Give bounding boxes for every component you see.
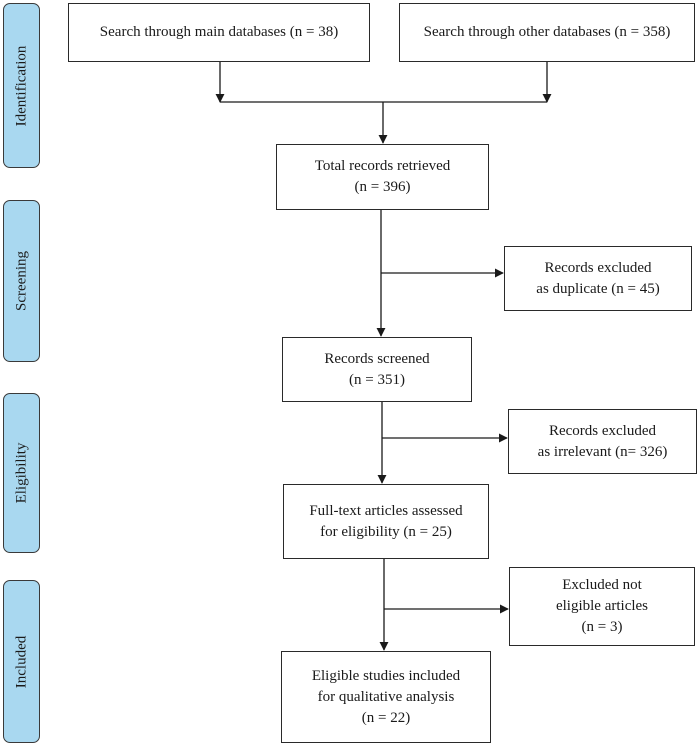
excluded-not-eligible-line2: eligible articles	[555, 598, 649, 614]
records-screened-title: Records screened	[324, 350, 430, 367]
full-text-box: Full-text articles assessed for eligibil…	[283, 484, 489, 559]
other-databases-box: Search through other databases (n = 358)	[399, 3, 695, 62]
main-databases-box: Search through main databases (n = 38)	[68, 3, 370, 62]
excluded-duplicate-count: as duplicate (n = 45)	[536, 280, 660, 297]
records-screened-box: Records screened (n = 351)	[282, 337, 472, 402]
stage-screening: Screening	[3, 200, 40, 362]
stage-included: Included	[3, 580, 40, 743]
excluded-irrelevant-count: as irrelevant (n= 326)	[537, 443, 668, 460]
included-studies-line1: Eligible studies included	[311, 667, 461, 684]
stage-screening-label: Screening	[13, 251, 29, 311]
excluded-not-eligible-count: (n = 3)	[581, 619, 623, 635]
excluded-irrelevant-box: Records excluded as irrelevant (n= 326)	[508, 409, 697, 474]
excluded-not-eligible-line1: Excluded not	[562, 577, 642, 593]
full-text-title: Full-text articles assessed	[309, 502, 463, 519]
included-studies-count: (n = 22)	[361, 709, 411, 726]
excluded-not-eligible-box: Excluded not eligible articles (n = 3)	[509, 567, 695, 646]
stage-eligibility: Eligibility	[3, 393, 40, 553]
total-records-title: Total records retrieved	[314, 158, 451, 174]
full-text-count: for eligibility (n = 25)	[320, 523, 452, 540]
excluded-duplicate-title: Records excluded	[544, 259, 652, 276]
stage-included-label: Included	[13, 635, 29, 688]
stage-identification-label: Identification	[13, 45, 29, 126]
included-studies-line2: for qualitative analysis	[317, 688, 455, 705]
records-screened-count: (n = 351)	[349, 371, 405, 388]
excluded-duplicate-box: Records excluded as duplicate (n = 45)	[504, 246, 692, 311]
excluded-irrelevant-title: Records excluded	[548, 422, 657, 439]
main-databases-text: Search through main databases (n = 38)	[99, 24, 339, 40]
stage-eligibility-label: Eligibility	[13, 442, 29, 504]
other-databases-text: Search through other databases (n = 358)	[423, 24, 671, 40]
stage-identification: Identification	[3, 3, 40, 168]
included-studies-box: Eligible studies included for qualitativ…	[281, 651, 491, 743]
total-records-box: Total records retrieved (n = 396)	[276, 144, 489, 210]
total-records-count: (n = 396)	[354, 179, 411, 195]
